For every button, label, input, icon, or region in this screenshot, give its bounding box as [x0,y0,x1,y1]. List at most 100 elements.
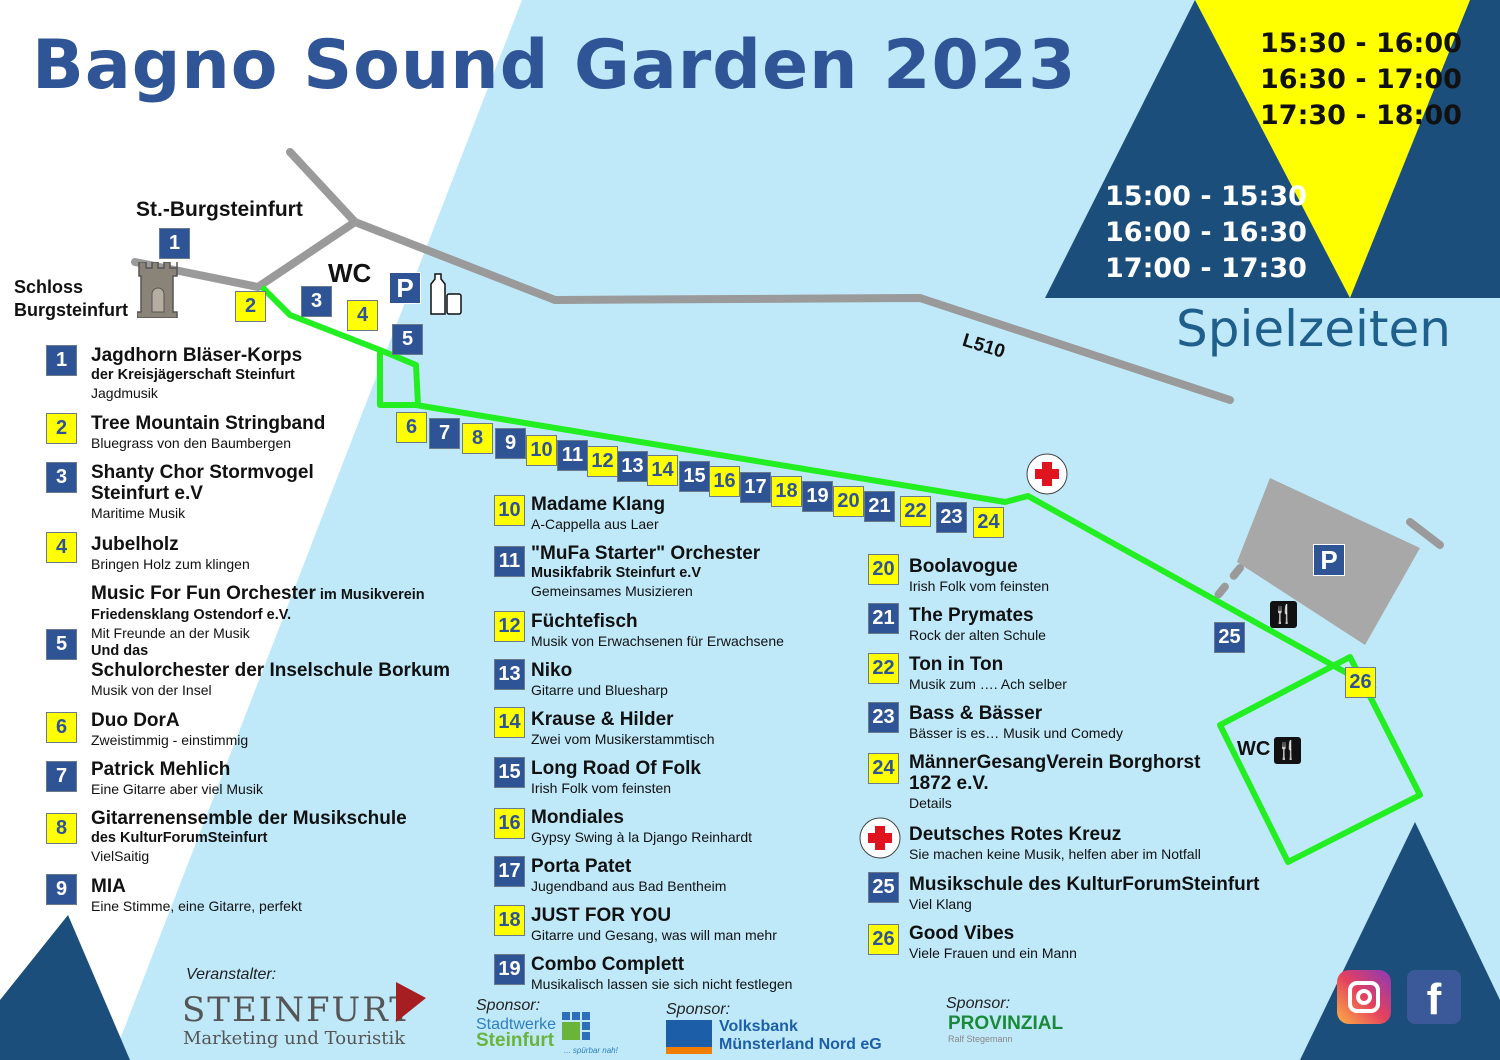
stadtwerke-tagline: ... spürbar nah! [564,1046,618,1055]
line-text: Steinfurt e.V [91,483,203,504]
blue-triangle [1045,0,1350,298]
sponsor-label: Sponsor: [476,997,541,1014]
organizer-subtitle: Marketing und Touristik [183,1028,406,1049]
line-text: Music For Fun Orchester [91,583,316,604]
stadtwerke-line1: Stadtwerke [476,1016,557,1033]
act-name: Long Road Of Folk [531,758,701,779]
legend-badge-24: 24 [868,753,899,784]
legend-badge-9: 9 [46,874,77,905]
red-cross-icon [858,816,902,865]
line-text: Musikschule des KulturForumSteinfurt [909,874,1260,895]
line-text: Jugendband aus Bad Bentheim [531,878,727,894]
wc2-label: WC [1237,738,1271,760]
act-name: Ton in Ton [909,654,1067,675]
map-marker-10: 10 [526,435,557,466]
line-text: Gemeinsames Musizieren [531,583,693,599]
legend-badge-2: 2 [46,413,77,444]
act-description: Bässer is es… Musik und Comedy [909,724,1123,742]
line-text: MIA [91,876,126,897]
schedule-heading: Spielzeiten [1176,300,1451,358]
act-name: Boolavogue [909,556,1049,577]
time-slot: 17:30 - 18:00 [1260,100,1462,131]
time-slot: 16:00 - 16:30 [1105,217,1307,248]
line-text: Musik zum …. Ach selber [909,676,1067,692]
line-text: Ton in Ton [909,654,1004,675]
map-marker-14: 14 [647,455,678,486]
time-slot: 15:00 - 15:30 [1105,181,1307,212]
map-marker-21: 21 [864,491,895,522]
line-text: Madame Klang [531,494,666,515]
line-text: Eine Stimme, eine Gitarre, perfekt [91,898,302,914]
legend-badge-21: 21 [868,603,899,634]
legend-badge-15: 15 [494,757,525,788]
line-text: Füchtefisch [531,611,638,632]
act-name: Duo DorA [91,710,248,731]
time-slot: 16:30 - 17:00 [1260,64,1462,95]
stadtwerke-logo [562,1012,592,1047]
act-description: Rock der alten Schule [909,626,1046,644]
act-description: Musik von Erwachsenen für Erwachsene [531,632,784,650]
act-name: Jubelholz [91,534,250,555]
organizer-logo-arrow [396,982,428,1029]
map-marker-1: 1 [159,228,190,259]
line-text: Und das [91,643,149,659]
legend-badge-12: 12 [494,611,525,642]
line-text: Deutsches Rotes Kreuz [909,824,1122,845]
legend-badge-17: 17 [494,856,525,887]
instagram-icon[interactable] [1337,970,1391,1024]
act-name: JUST FOR YOU [531,905,777,926]
map-marker-25: 25 [1214,622,1245,653]
legend-badge-20: 20 [868,554,899,585]
provinzial-logo: PROVINZIAL [948,1013,1064,1034]
map-marker-22: 22 [900,496,931,527]
map-marker-7: 7 [429,418,460,449]
line-text: JUST FOR YOU [531,905,672,926]
line-text: Duo DorA [91,710,180,731]
legend-badge-19: 19 [494,954,525,985]
legend-badge-4: 4 [46,532,77,563]
act-detail: Und das [91,642,450,660]
volksbank-line1: Volksbank [719,1018,798,1035]
line-text: Sie machen keine Musik, helfen aber im N… [909,846,1201,862]
act-description: Eine Gitarre aber viel Musik [91,780,263,798]
act-name: Bass & Bässer [909,703,1123,724]
line-text: Bass & Bässer [909,703,1043,724]
act-description: Viel Klang [909,895,1259,913]
line-text: Jagdmusik [91,385,158,401]
act-description: Jugendband aus Bad Bentheim [531,877,726,895]
sponsor-label: Sponsor: [666,1001,731,1018]
act-name: Madame Klang [531,494,665,515]
act-name: Combo Complett [531,954,792,975]
map-marker-15: 15 [679,461,710,492]
line-text: A-Cappella aus Laer [531,516,659,532]
act-name: MIA [91,876,302,897]
act-name: Shanty Chor Stormvogel [91,462,314,483]
act-name: Good Vibes [909,923,1077,944]
line-text: Bluegrass von den Baumbergen [91,435,292,451]
act-description: Gypsy Swing à la Django Reinhardt [531,828,752,846]
castle-label: Schloss Burgsteinfurt [14,277,128,320]
act-detail: Schulorchester der Inselschule Borkum [91,660,450,681]
act-detail: der Kreisjägerschaft Steinfurt [91,366,302,384]
act-name: Porta Patet [531,856,726,877]
facebook-icon[interactable]: f [1407,970,1461,1024]
act-detail: Friedensklang Ostendorf e.V. [91,606,450,624]
act-description: Zweistimmig - einstimmig [91,731,248,749]
line-text: "MuFa Starter" Orchester [531,543,761,564]
legend-badge-16: 16 [494,808,525,839]
act-description: Musikalisch lassen sie sich nicht festle… [531,975,792,993]
